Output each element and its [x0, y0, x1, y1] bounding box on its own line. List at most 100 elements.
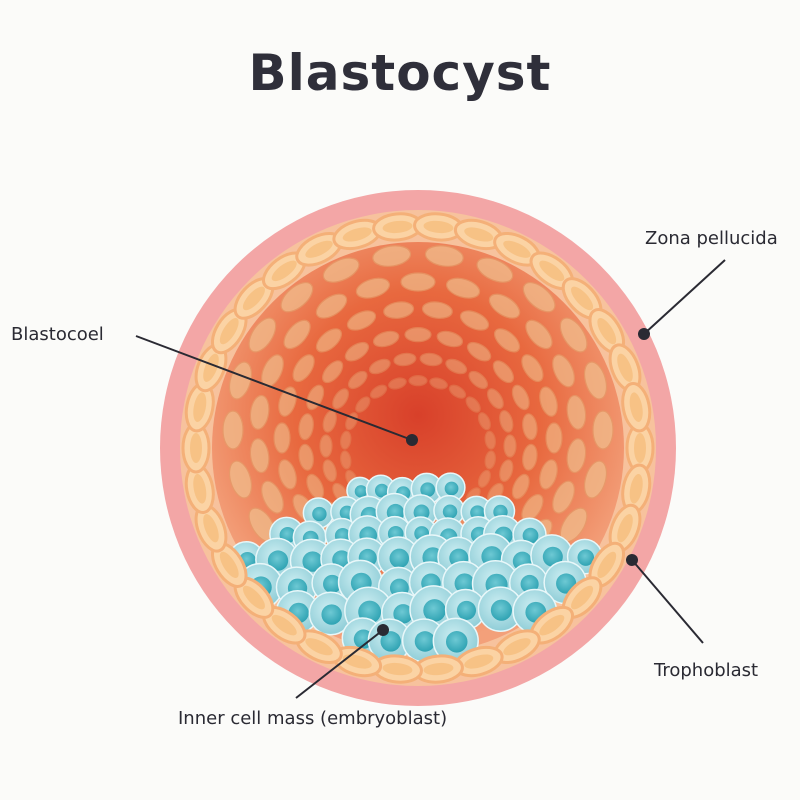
trophoblast-nucleus: [219, 551, 239, 579]
trophoblast-nucleus: [193, 474, 207, 504]
icm-nucleus: [323, 574, 342, 594]
trophoblast-nucleus: [539, 260, 565, 282]
zona-pellucida-label: Zona pellucida: [645, 228, 778, 249]
wall-cell: [319, 434, 333, 458]
wall-cell: [322, 257, 360, 283]
wall-cell: [368, 358, 391, 375]
wall-cell: [393, 352, 417, 367]
icm-nucleus: [389, 548, 410, 569]
wall-cell: [429, 377, 448, 390]
wall-cell: [499, 410, 514, 433]
icm-nucleus: [302, 551, 323, 572]
trophoblast-nucleus: [629, 474, 643, 504]
wall-cell: [522, 413, 538, 441]
trophoblast-nucleus: [305, 240, 333, 258]
wall-cell: [522, 443, 538, 471]
icm-nucleus: [312, 506, 327, 522]
icm-nucleus: [522, 527, 539, 544]
wall-cell: [445, 277, 481, 299]
wall-cell: [592, 410, 614, 450]
trophoblast-dot: [626, 554, 638, 566]
trophoblast-leader: [631, 559, 704, 644]
wall-cell: [499, 459, 514, 482]
wall-cell: [559, 317, 588, 353]
wall-cell: [278, 459, 297, 490]
icm-nucleus: [393, 604, 413, 624]
wall-cell: [583, 361, 608, 400]
icm-nucleus: [420, 482, 436, 498]
trophoblast-nucleus: [242, 286, 265, 311]
wall-cell: [503, 434, 517, 458]
trophoblast-nucleus: [464, 654, 494, 669]
wall-cell: [419, 352, 443, 367]
trophoblast-nucleus: [634, 433, 646, 463]
trophoblast-nucleus: [423, 662, 454, 676]
wall-cell: [248, 317, 277, 353]
wall-cell: [372, 245, 412, 267]
wall-cell: [321, 360, 344, 384]
wall-cell: [340, 430, 352, 450]
inner-cell-mass-dot: [377, 624, 389, 636]
wall-cell: [525, 319, 553, 350]
zona-pellucida-leader: [643, 259, 726, 335]
inner-cell-mass-cluster: [227, 472, 603, 664]
icm-nucleus: [380, 631, 401, 652]
wall-cell: [355, 396, 371, 413]
wall-cell: [315, 293, 348, 319]
wall-cell: [492, 360, 515, 384]
icm-nucleus: [413, 504, 430, 521]
trophoblast-nucleus: [629, 392, 643, 422]
trophoblast-nucleus: [342, 654, 372, 669]
diagram-title: Blastocyst: [248, 44, 552, 102]
icm-nucleus: [445, 631, 468, 653]
wall-cell: [347, 370, 368, 390]
wall-cell: [477, 469, 491, 488]
wall-cell: [332, 388, 350, 410]
blastocoel-dot: [406, 434, 418, 446]
trophoblast-nucleus: [203, 514, 219, 543]
zona-pellucida-dot: [638, 328, 650, 340]
wall-cell: [566, 394, 587, 430]
wall-cell: [283, 319, 311, 350]
wall-cell: [484, 450, 496, 470]
trophoblast-label: Trophoblast: [654, 660, 759, 681]
wall-cell: [459, 310, 490, 331]
trophoblast-nucleus: [597, 551, 617, 579]
trophoblast-nucleus: [193, 392, 207, 422]
wall-cell: [355, 277, 391, 299]
trophoblast-nucleus: [203, 353, 219, 382]
wall-cell: [545, 422, 563, 454]
blastocoel-label: Blastocoel: [11, 324, 104, 345]
icm-nucleus: [414, 631, 436, 652]
wall-cell: [484, 430, 496, 450]
trophoblast-nucleus: [597, 317, 617, 345]
wall-cell: [228, 361, 253, 400]
trophoblast-nucleus: [382, 220, 413, 234]
trophoblast-nucleus: [539, 614, 565, 636]
icm-nucleus: [542, 546, 563, 567]
wall-cell: [468, 370, 489, 390]
icm-nucleus: [454, 573, 475, 594]
wall-cell: [566, 438, 587, 474]
wall-cell: [273, 422, 291, 454]
wall-cell: [306, 384, 325, 411]
trophoblast-nucleus: [242, 585, 265, 610]
trophoblast-nucleus: [190, 433, 202, 463]
wall-cell: [511, 473, 530, 500]
icm-nucleus: [321, 604, 342, 625]
wall-cell: [249, 394, 270, 430]
icm-nucleus: [444, 481, 459, 496]
trophoblast-nucleus: [219, 317, 239, 345]
icm-nucleus: [490, 599, 513, 621]
wall-cell: [486, 388, 504, 410]
wall-cell: [493, 328, 521, 353]
wall-cell: [539, 459, 558, 490]
trophoblast-nucleus: [271, 614, 297, 636]
inner-cell-mass-label: Inner cell mass (embryoblast): [178, 708, 448, 729]
wall-cell: [424, 245, 464, 267]
wall-cell: [421, 301, 453, 319]
wall-cell: [340, 450, 352, 470]
trophoblast-nucleus: [503, 638, 531, 656]
